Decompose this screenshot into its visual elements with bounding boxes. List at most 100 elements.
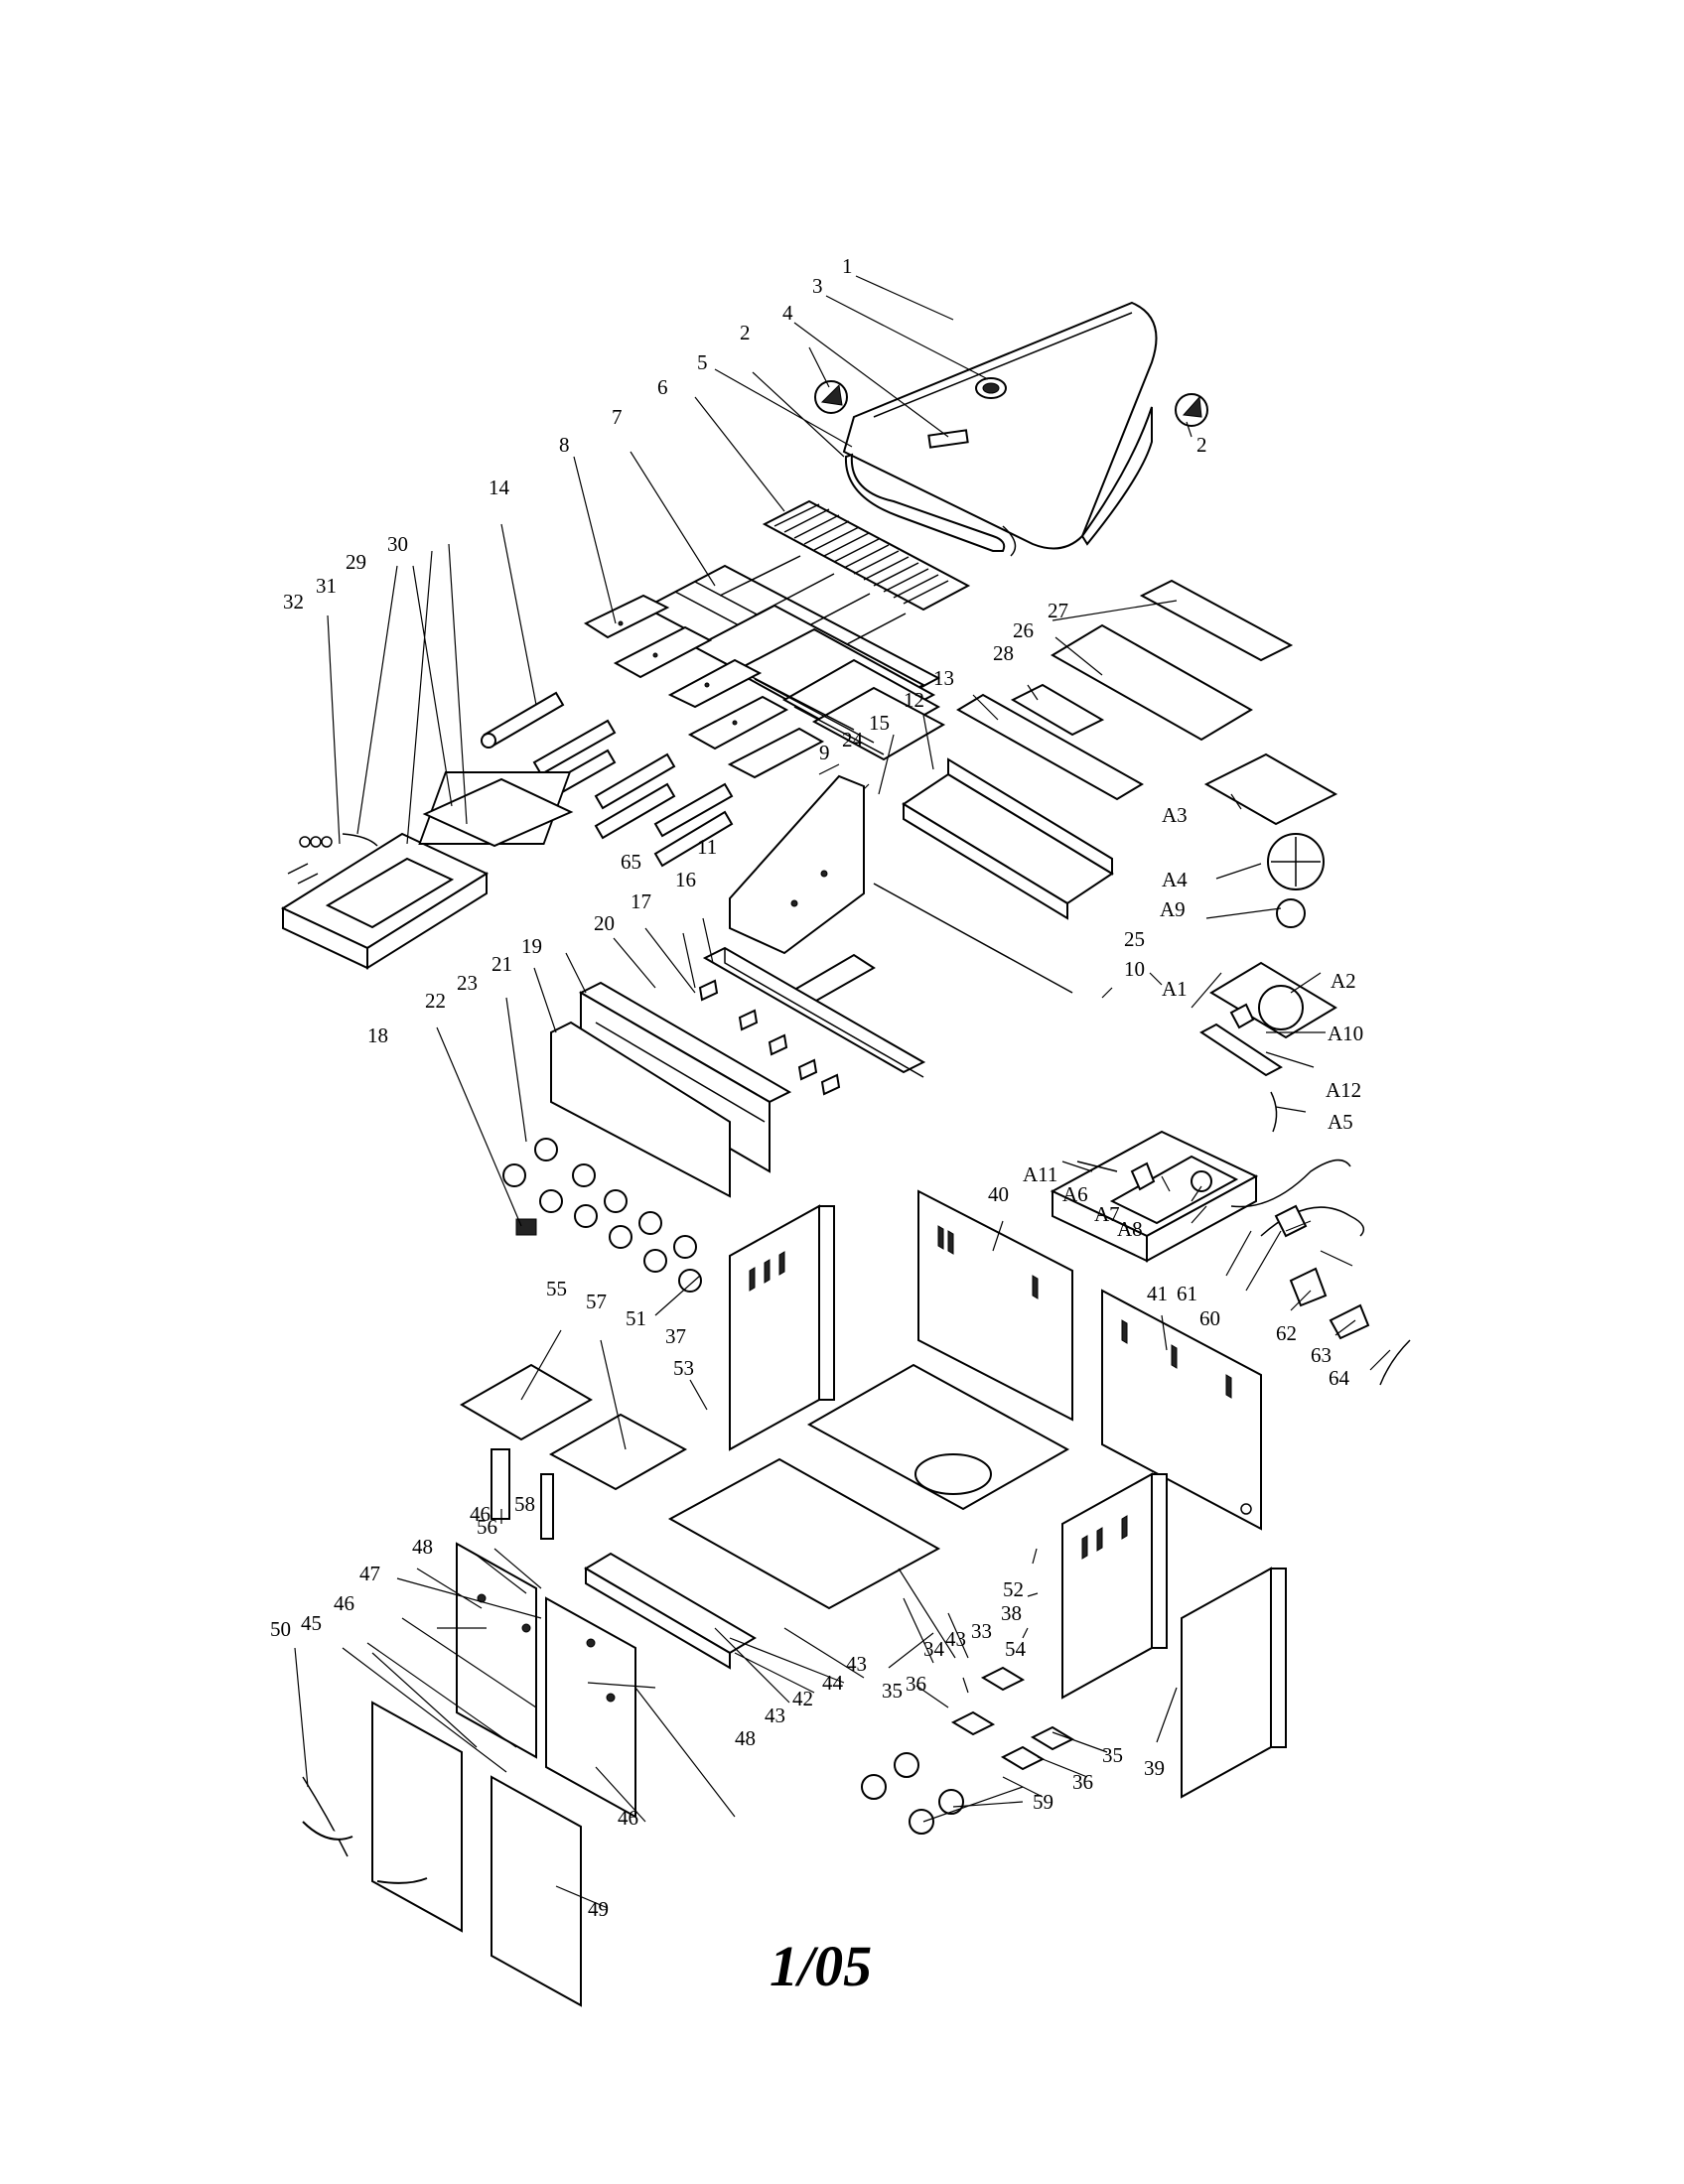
label-6: 6	[657, 375, 668, 399]
label-31: 31	[316, 574, 337, 598]
label-45: 45	[301, 1611, 322, 1635]
label-26: 26	[1013, 618, 1034, 642]
doors-45-49	[302, 1542, 636, 2007]
label-59: 59	[1033, 1790, 1053, 1814]
label-2: 2	[1196, 433, 1207, 457]
label-14: 14	[489, 476, 510, 499]
label-64: 64	[1329, 1366, 1350, 1390]
warming-rack	[762, 499, 971, 612]
label-54: 54	[1005, 1637, 1027, 1661]
label-A1: A1	[1162, 977, 1188, 1001]
label-44: 44	[822, 1671, 844, 1695]
label-8: 8	[559, 433, 570, 457]
label-53: 53	[673, 1356, 694, 1380]
label-65: 65	[621, 850, 641, 874]
label-43: 43	[945, 1627, 966, 1651]
label-A11: A11	[1023, 1162, 1057, 1186]
label-42: 42	[792, 1687, 813, 1710]
label-19: 19	[521, 934, 542, 958]
drip-tray-26-27	[1010, 579, 1294, 742]
label-10: 10	[1124, 957, 1145, 981]
firebox-back-12	[873, 757, 1114, 994]
label-32: 32	[283, 590, 304, 614]
label-A4: A4	[1162, 868, 1188, 891]
label-A3: A3	[1162, 803, 1188, 827]
label-62: 62	[1276, 1321, 1297, 1345]
label-24: 24	[842, 728, 864, 751]
label-27: 27	[1048, 599, 1068, 622]
cabinet-side-37	[729, 1204, 835, 1451]
label-43: 43	[765, 1704, 785, 1727]
label-16: 16	[675, 868, 696, 891]
label-23: 23	[457, 971, 478, 995]
label-34: 34	[923, 1637, 945, 1661]
label-35: 35	[882, 1679, 903, 1703]
label-5: 5	[697, 350, 708, 374]
lid-assembly	[814, 301, 1208, 557]
label-2: 2	[740, 321, 751, 344]
label-60: 60	[1199, 1306, 1220, 1330]
control-knobs-22-23	[502, 1138, 702, 1293]
left-cabinet-shelves-55-58	[460, 1363, 688, 1540]
label-43: 43	[846, 1652, 867, 1676]
label-46: 46	[470, 1502, 491, 1526]
label-20: 20	[594, 911, 615, 935]
label-57: 57	[586, 1290, 607, 1313]
label-A9: A9	[1160, 897, 1186, 921]
label-46: 46	[334, 1591, 354, 1615]
cabinet-side-38	[1061, 1472, 1168, 1700]
label-17: 17	[631, 889, 651, 913]
label-A8: A8	[1117, 1217, 1143, 1241]
label-1: 1	[842, 254, 853, 278]
back-panel-41	[1101, 1289, 1262, 1531]
valves-16-17	[698, 979, 841, 1096]
label-47: 47	[359, 1562, 380, 1585]
label-A7: A7	[1094, 1202, 1120, 1226]
label-12: 12	[904, 688, 924, 712]
label-A6: A6	[1062, 1182, 1088, 1206]
label-A5: A5	[1328, 1110, 1353, 1134]
label-37: 37	[665, 1324, 686, 1348]
cooking-grates	[642, 555, 946, 761]
label-A10: A10	[1328, 1022, 1363, 1045]
label-A12: A12	[1326, 1078, 1361, 1102]
firebox-side-9	[729, 774, 865, 955]
side-shelf-panel-30	[422, 777, 574, 848]
label-55: 55	[546, 1277, 567, 1300]
label-21: 21	[491, 952, 512, 976]
label-38: 38	[1001, 1601, 1022, 1625]
label-33: 33	[971, 1619, 992, 1643]
label-35: 35	[1102, 1743, 1123, 1767]
casters-and-brackets-35-36-59	[861, 1666, 1075, 1835]
label-28: 28	[993, 641, 1014, 665]
label-13: 13	[933, 666, 954, 690]
cross-brace-42	[584, 1552, 757, 1670]
label-41: 41	[1147, 1282, 1168, 1305]
manifold-rail-11	[702, 946, 926, 1078]
label-36: 36	[906, 1672, 926, 1696]
label-22: 22	[425, 989, 446, 1013]
label-52: 52	[1003, 1577, 1024, 1601]
label-40: 40	[988, 1182, 1009, 1206]
label-63: 63	[1311, 1343, 1332, 1367]
label-30: 30	[387, 532, 408, 556]
label-61: 61	[1177, 1282, 1197, 1305]
regulator-and-hose-60-64	[1076, 1159, 1411, 1386]
heat-tents	[583, 594, 825, 779]
label-51: 51	[626, 1306, 646, 1330]
label-39: 39	[1144, 1756, 1165, 1780]
label-49: 49	[588, 1897, 609, 1921]
back-panel-40	[917, 1189, 1073, 1422]
label-29: 29	[346, 550, 366, 574]
label-48: 48	[412, 1535, 433, 1559]
label-46: 46	[618, 1806, 638, 1830]
part-labels: 1 3 4 2 5 2 6 7 8 14 30 29 31 32 27 26 2…	[270, 254, 1363, 1921]
label-58: 58	[514, 1492, 535, 1516]
footer-date-code: 1/05	[770, 1934, 872, 1998]
label-36: 36	[1072, 1770, 1093, 1794]
label-48: 48	[735, 1726, 756, 1750]
label-11: 11	[697, 835, 717, 859]
label-25: 25	[1124, 927, 1145, 951]
label-4: 4	[782, 301, 793, 325]
